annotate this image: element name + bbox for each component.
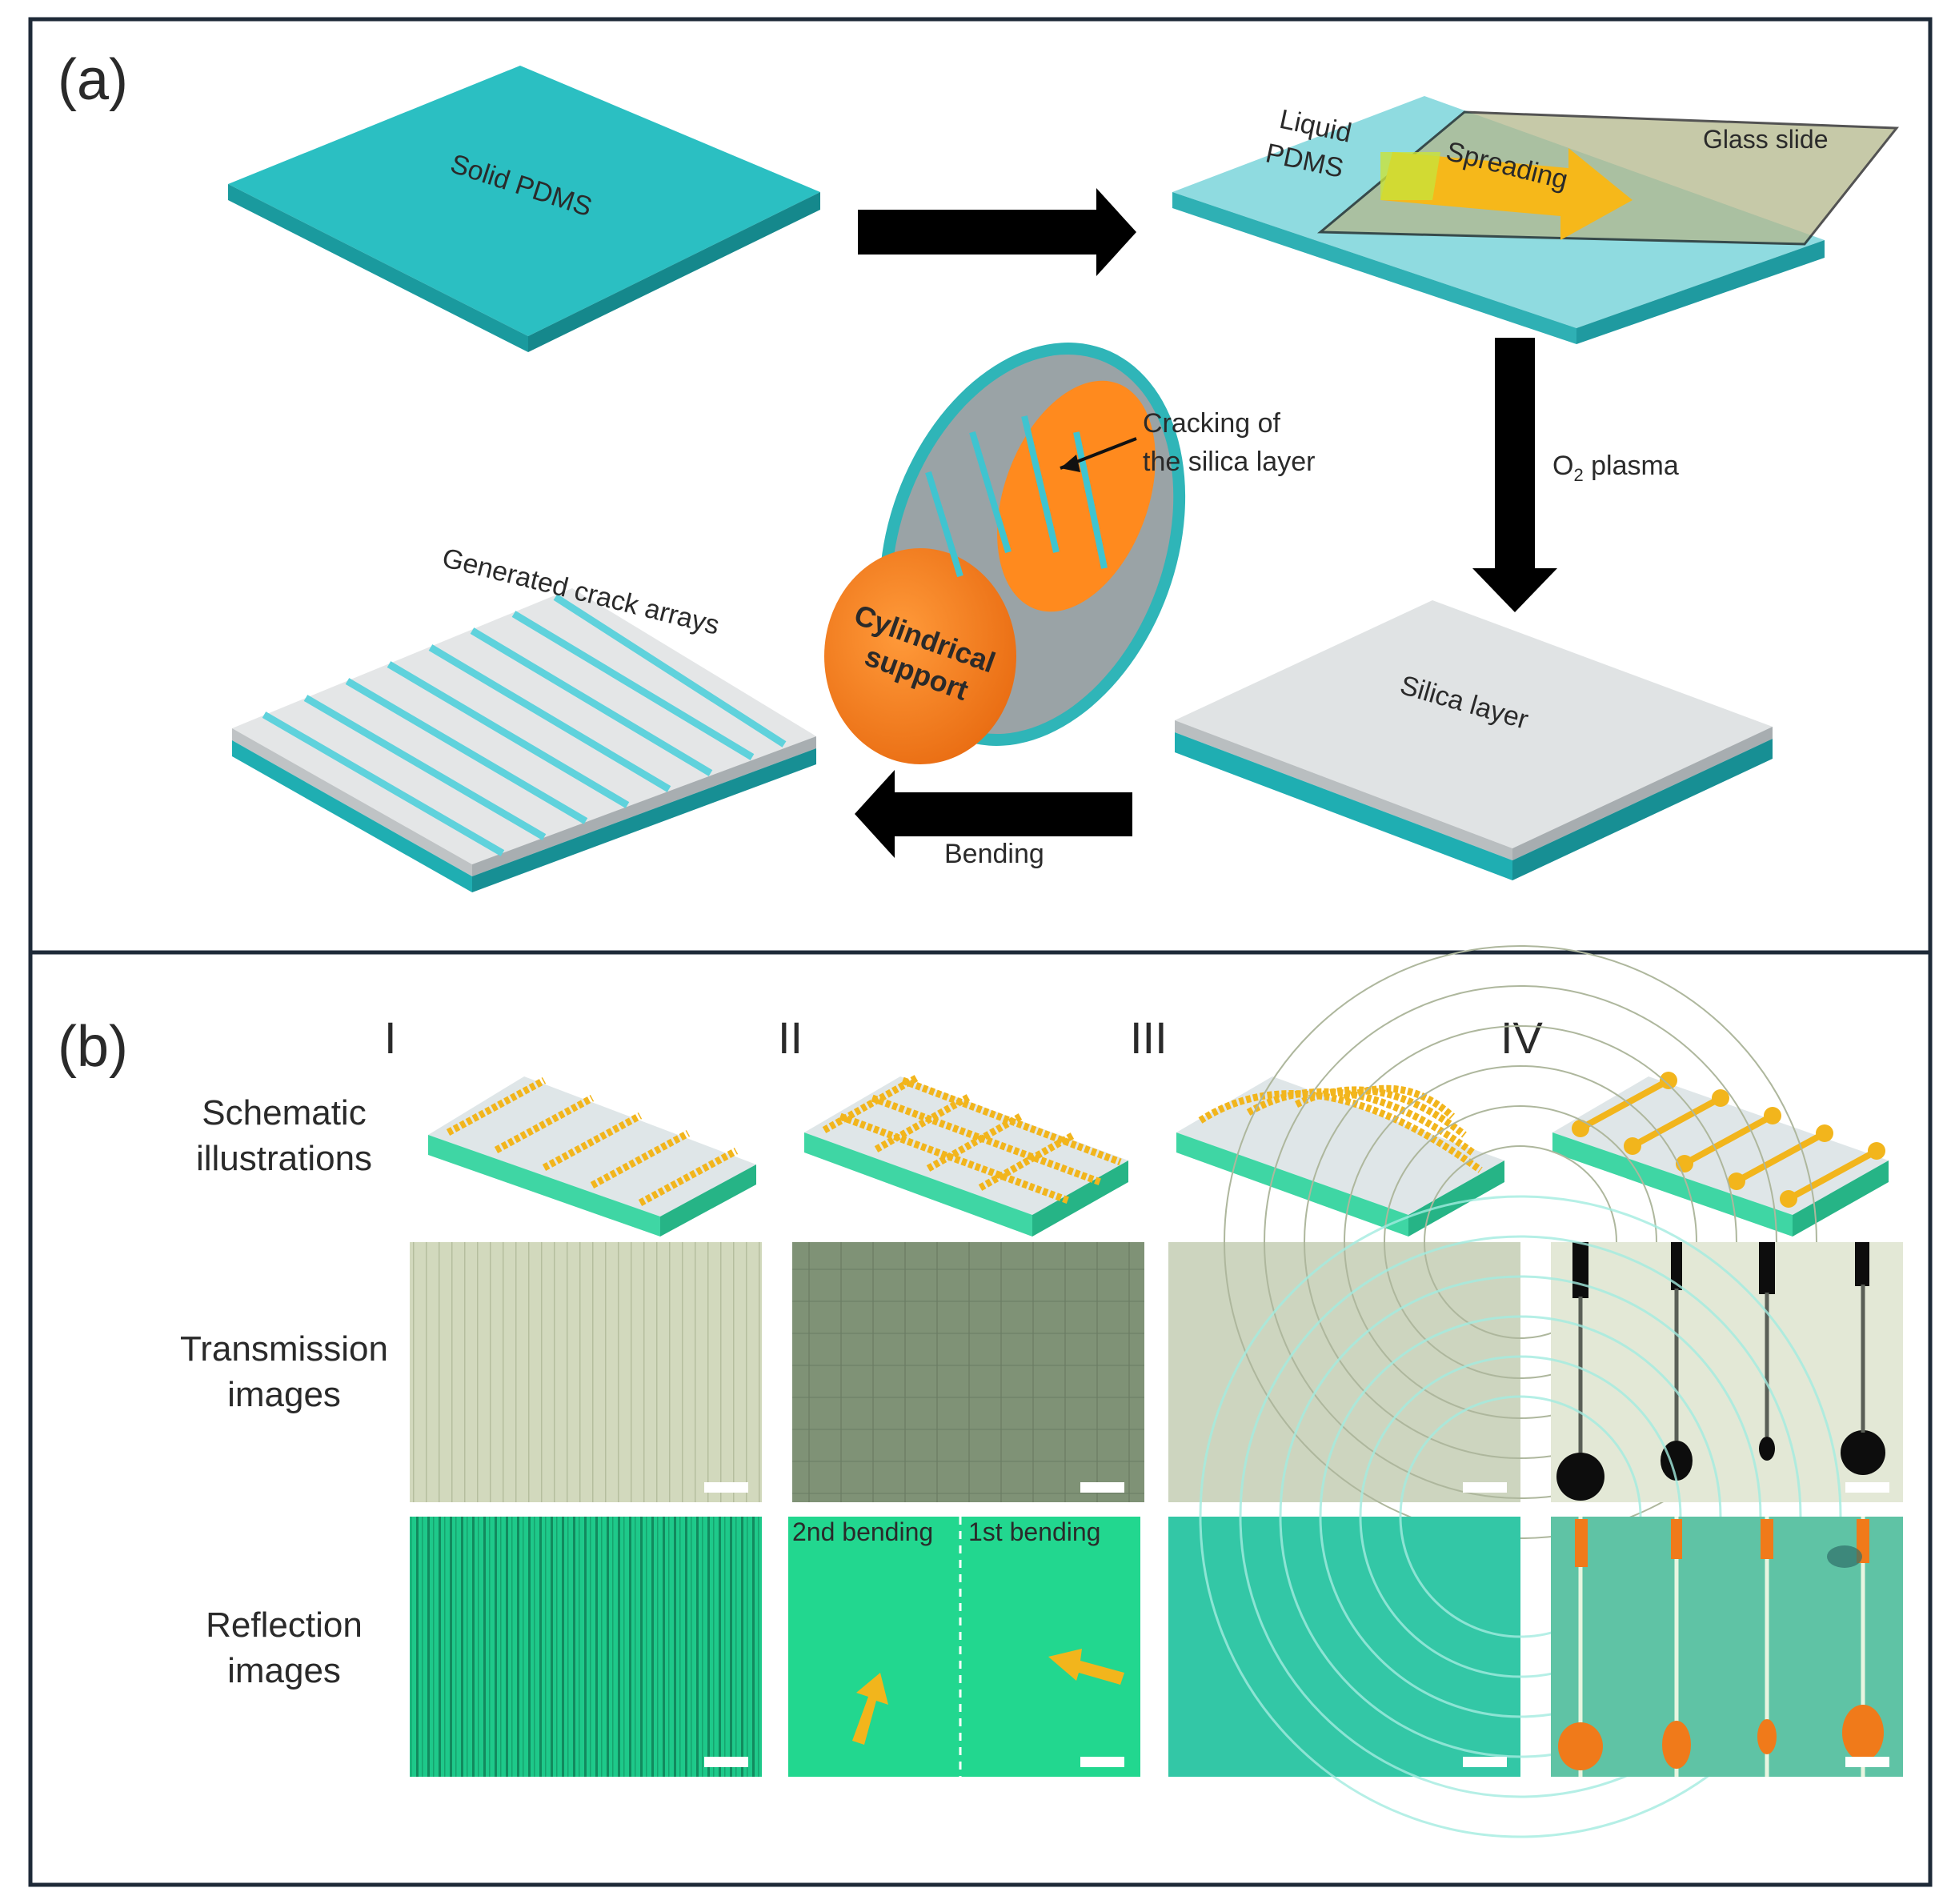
panel-a-label: (a) xyxy=(58,48,128,112)
row-label-schematic-1: Schematic xyxy=(202,1093,366,1132)
transmission-image-III xyxy=(1168,945,1817,1539)
solid-pdms-slab xyxy=(228,66,820,352)
reflection-image-IV xyxy=(1551,1517,1903,1777)
row-label-reflection-2: images xyxy=(227,1651,341,1690)
schematic-IV xyxy=(1552,1072,1889,1237)
column-label-III: III xyxy=(1130,1012,1168,1063)
o2-plasma-label: O2 plasma xyxy=(1552,451,1679,485)
reflection-image-III xyxy=(1168,1195,1842,1838)
cracking-label-2: the silica layer xyxy=(1143,447,1315,477)
transmission-image-I xyxy=(410,1242,762,1502)
cylindrical-support xyxy=(824,343,1186,764)
panel-b-frame xyxy=(28,950,1933,1887)
scale-bars xyxy=(704,1482,1889,1767)
arrow-left xyxy=(855,770,1132,858)
column-label-II: II xyxy=(778,1012,803,1063)
arrow-down xyxy=(1472,338,1557,612)
row-label-schematic-2: illustrations xyxy=(196,1139,372,1178)
bending-label: Bending xyxy=(944,839,1044,869)
reflection-image-I xyxy=(410,1517,762,1777)
row-label-reflection-1: Reflection xyxy=(206,1605,363,1645)
glass-slide-label: Glass slide xyxy=(1703,125,1829,154)
row-label-transmission-1: Transmission xyxy=(180,1329,388,1369)
schematic-I xyxy=(428,1076,756,1237)
first-bending-label: 1st bending xyxy=(968,1517,1100,1546)
crack-lines-on-cylinder xyxy=(925,415,1108,578)
spreading-arrow xyxy=(1380,148,1632,240)
cracking-label-1: Cracking of xyxy=(1143,408,1281,439)
column-label-I: I xyxy=(384,1012,397,1063)
crack-grooves xyxy=(262,594,787,856)
arrow-right xyxy=(858,188,1136,276)
transmission-image-II xyxy=(792,1242,1144,1502)
silica-layer-slab xyxy=(1175,600,1773,880)
schematic-III xyxy=(1176,1076,1504,1237)
column-label-IV: IV xyxy=(1500,1012,1544,1063)
reflection-image-II xyxy=(788,1517,1140,1777)
panel-b-label: (b) xyxy=(58,1015,128,1079)
transmission-image-IV xyxy=(1551,1242,1903,1502)
liquid-pdms-assembly xyxy=(1172,96,1900,344)
schematic-II xyxy=(804,1075,1128,1237)
second-bending-label: 2nd bending xyxy=(792,1517,933,1546)
crack-array-slab xyxy=(232,588,816,892)
row-label-transmission-2: images xyxy=(227,1375,341,1414)
